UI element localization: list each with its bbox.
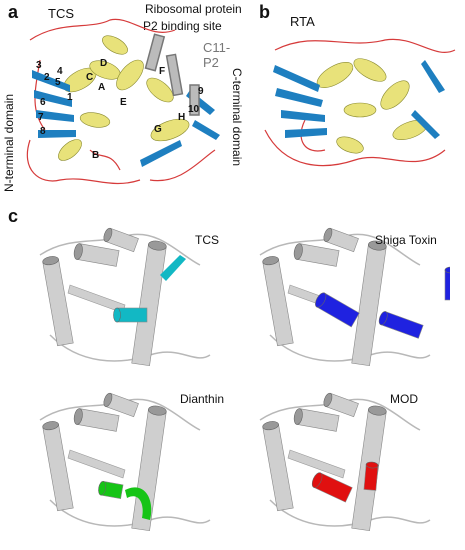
- helix-label-b: B: [92, 150, 100, 161]
- panel-b: b RTA: [245, 0, 465, 205]
- structure-shiga-toxin: Shiga Toxin: [250, 215, 450, 380]
- strand-label-2: 2: [44, 72, 50, 83]
- helix-label-c: C: [86, 72, 94, 83]
- helix-label-h: H: [178, 112, 186, 123]
- cartoon-mod: [259, 392, 431, 532]
- cartoon-shiga-toxin: [259, 227, 450, 367]
- binding-site-label-1: Ribosomal protein: [145, 2, 242, 16]
- strand-label-8: 8: [40, 126, 46, 137]
- panel-b-label: b: [259, 2, 270, 22]
- rta-ribbon-structure: [264, 38, 456, 167]
- strand-label-9: 9: [198, 86, 204, 97]
- panel-a-title: TCS: [48, 6, 74, 21]
- strand-label-7: 7: [38, 112, 44, 123]
- structure-label-dianthin: Dianthin: [180, 392, 225, 406]
- strand-label-10: 10: [188, 104, 200, 115]
- panel-b-title: RTA: [290, 14, 315, 29]
- binding-site-label-2: P2 binding site: [143, 19, 222, 33]
- peptide-label: C11-P2: [203, 40, 231, 70]
- strand-label-1: 1: [67, 92, 73, 103]
- helix-label-a: A: [98, 82, 106, 93]
- structure-label-tcs: TCS: [195, 233, 219, 247]
- strand-label-5: 5: [55, 77, 61, 88]
- strand-label-4: 4: [57, 66, 63, 77]
- tcs-ribbon-structure: [26, 18, 220, 185]
- strand-label-6: 6: [40, 97, 46, 108]
- cartoon-dianthin: [39, 392, 211, 532]
- helix-label-e: E: [120, 97, 127, 108]
- panel-a-label: a: [8, 2, 19, 22]
- helix-label-d: D: [100, 58, 108, 69]
- structure-dianthin: Dianthin: [30, 380, 230, 545]
- helix-label-f: F: [159, 66, 166, 77]
- panel-c-label: c: [8, 206, 19, 226]
- structure-label-shiga-toxin: Shiga Toxin: [375, 233, 437, 247]
- cartoon-tcs: [39, 227, 211, 367]
- structure-tcs: TCS: [30, 215, 230, 380]
- helix-label-g: G: [154, 124, 162, 135]
- structure-mod: MOD: [250, 380, 450, 545]
- strand-label-3: 3: [36, 60, 42, 71]
- panel-a: a TCS Ribosomal protein P2 binding site …: [0, 0, 245, 205]
- structure-label-mod: MOD: [390, 392, 418, 406]
